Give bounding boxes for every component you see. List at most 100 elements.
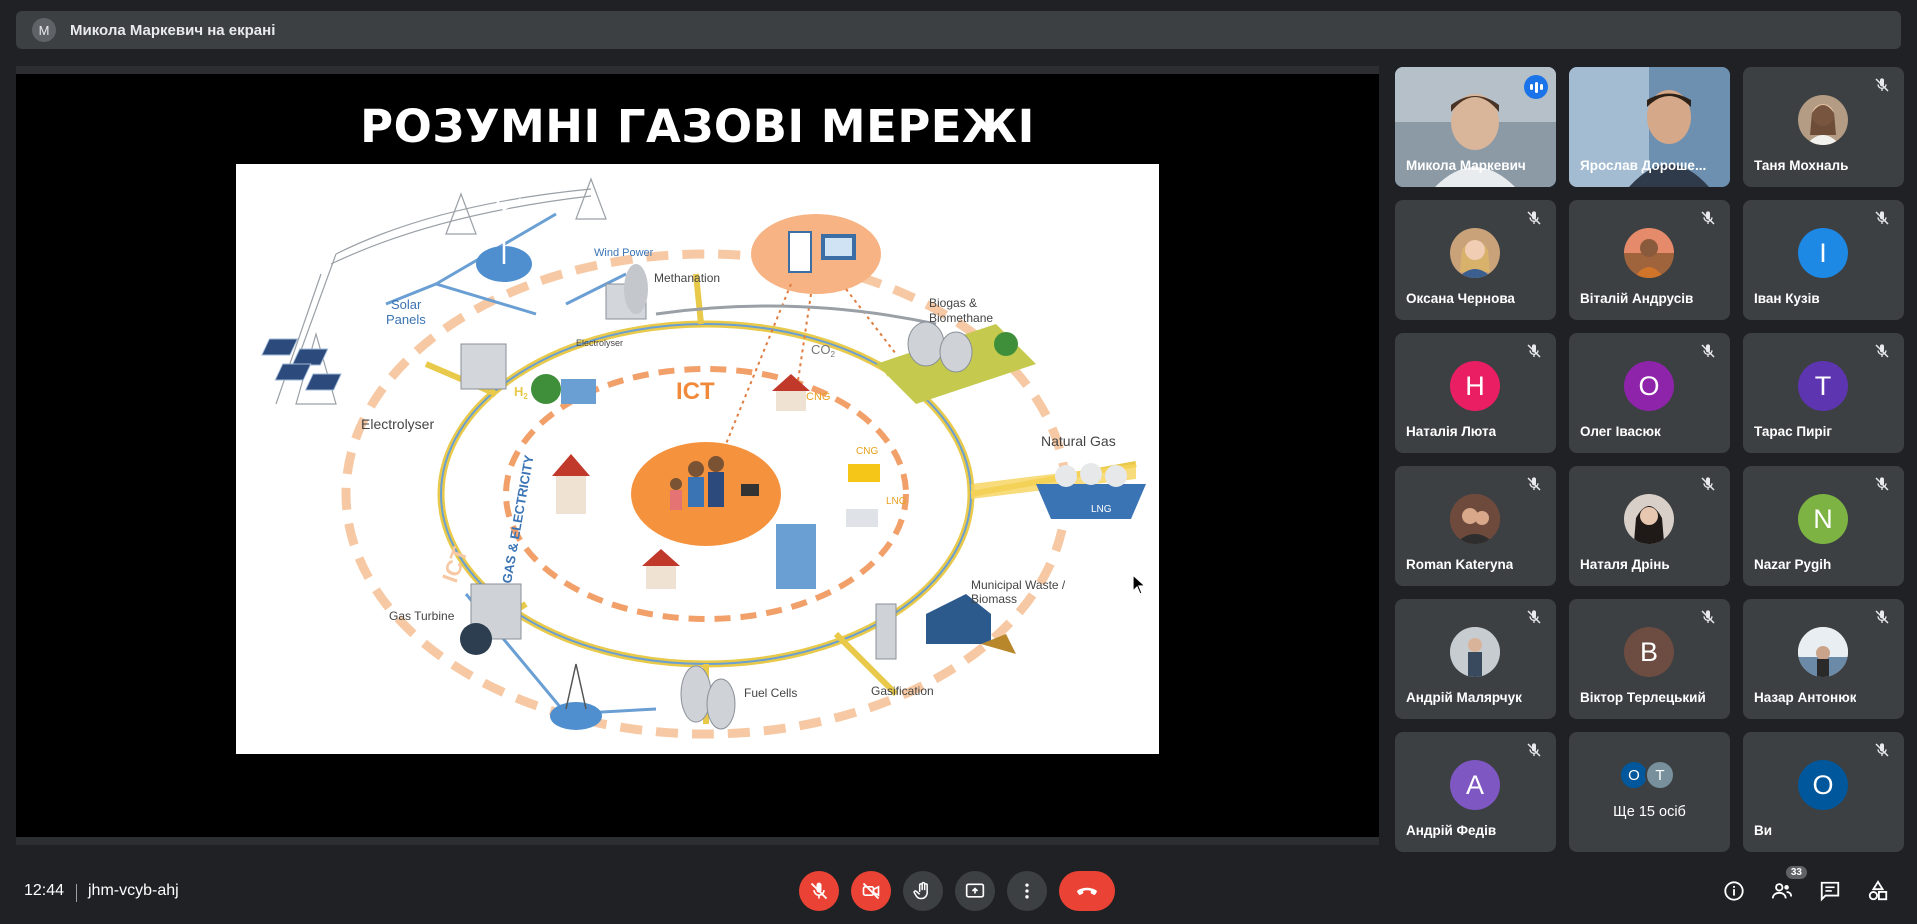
participant-photo xyxy=(1450,228,1500,278)
hang-up-icon xyxy=(1077,887,1097,895)
participant-name: Ярослав Дороше... xyxy=(1580,158,1707,173)
participant-tile[interactable]: Ярослав Дороше... xyxy=(1569,67,1730,187)
meeting-details-button[interactable] xyxy=(1721,878,1747,904)
participant-tile[interactable]: Назар Антонюк xyxy=(1743,599,1904,719)
people-icon xyxy=(1771,883,1793,899)
inner-ring xyxy=(503,366,909,622)
mic-muted-icon xyxy=(1701,477,1715,491)
label-ict-center: ICT xyxy=(676,378,715,405)
participant-tile[interactable]: Roman Kateryna xyxy=(1395,466,1556,586)
label-co2-subscript: 2 xyxy=(831,350,836,359)
participant-photo xyxy=(1450,627,1500,677)
label-biomass: Biomass xyxy=(971,592,1017,606)
present-screen-button[interactable] xyxy=(955,871,995,911)
participant-name: Олег Івасюк xyxy=(1580,424,1661,439)
label-cng-1: CNG xyxy=(806,391,830,403)
mic-muted-icon xyxy=(1527,743,1541,757)
label-panels: Panels xyxy=(386,312,426,327)
participant-grid: Микола Маркевич Ярослав Дороше... Таня М… xyxy=(1395,67,1905,852)
activities-button[interactable] xyxy=(1865,878,1891,904)
label-co2: CO xyxy=(811,342,831,357)
participant-photo xyxy=(1798,627,1848,677)
label-h2: H xyxy=(514,384,523,399)
meeting-time: 12:44 xyxy=(24,882,65,899)
participant-tile[interactable]: І Іван Кузів xyxy=(1743,200,1904,320)
participant-tile[interactable]: Микола Маркевич xyxy=(1395,67,1556,187)
participant-tile[interactable]: О Олег Івасюк xyxy=(1569,333,1730,453)
participant-tile[interactable]: Андрій Малярчук xyxy=(1395,599,1556,719)
label-h2-subscript: 2 xyxy=(523,392,528,401)
chat-icon xyxy=(1820,881,1840,902)
participant-photo xyxy=(1450,494,1500,544)
label-electrolyser-small: Electrolyser xyxy=(576,338,623,348)
participant-photo xyxy=(1624,494,1674,544)
raise-hand-button[interactable] xyxy=(903,871,943,911)
participant-avatar: Т xyxy=(1798,361,1848,411)
svg-text:H2: H2 xyxy=(514,384,528,401)
participant-name: Наталя Дрінь xyxy=(1580,557,1670,572)
participant-tile[interactable]: Таня Мохналь xyxy=(1743,67,1904,187)
mic-muted-icon xyxy=(1701,211,1715,225)
leave-call-button[interactable] xyxy=(1059,871,1115,911)
slide-diagram: Wind Power Methanation Solar Panels Elec… xyxy=(236,164,1159,754)
participant-avatar: О xyxy=(1624,361,1674,411)
more-options-button[interactable] xyxy=(1007,871,1047,911)
participant-tile[interactable]: В Віктор Терлецький xyxy=(1569,599,1730,719)
more-participants-avatars: О Т xyxy=(1619,760,1675,790)
power-lines xyxy=(275,177,607,405)
slide-title: РОЗУМНІ ГАЗОВІ МЕРЕЖІ xyxy=(360,100,1035,153)
ict-cloud xyxy=(751,214,881,294)
label-biomethane: Biomethane xyxy=(929,311,993,325)
participant-tile[interactable]: А Андрій Федів xyxy=(1395,732,1556,852)
co2-arrow xyxy=(655,304,937,326)
participant-photo xyxy=(1624,228,1674,278)
participant-tile[interactable]: Наталя Дрінь xyxy=(1569,466,1730,586)
participant-tile[interactable]: Оксана Чернова xyxy=(1395,200,1556,320)
participant-name: Микола Маркевич xyxy=(1406,158,1526,173)
label-ict-ring: ICT xyxy=(437,543,473,585)
shared-screen: РОЗУМНІ ГАЗОВІ МЕРЕЖІ xyxy=(16,66,1379,845)
chat-button[interactable] xyxy=(1817,878,1843,904)
mic-toggle-button[interactable] xyxy=(799,871,839,911)
participant-avatar: В xyxy=(1624,627,1674,677)
people-count-badge: 33 xyxy=(1785,866,1807,879)
label-wind-power: Wind Power xyxy=(594,247,654,259)
svg-text:CO2: CO2 xyxy=(811,342,836,359)
participant-name: Наталія Люта xyxy=(1406,424,1497,439)
self-tile[interactable]: О Ви xyxy=(1743,732,1904,852)
ict-center xyxy=(631,442,781,546)
camera-toggle-button[interactable] xyxy=(851,871,891,911)
label-lng-truck: LNG xyxy=(886,496,907,507)
participant-tile[interactable]: Т Тарас Пиріг xyxy=(1743,333,1904,453)
mic-muted-icon xyxy=(1875,344,1889,358)
participant-name: Андрій Федів xyxy=(1406,823,1497,838)
mic-muted-icon xyxy=(1527,477,1541,491)
participant-tile[interactable]: N Nazar Pygih xyxy=(1743,466,1904,586)
participant-name: Іван Кузів xyxy=(1754,291,1820,306)
label-solar: Solar xyxy=(391,297,422,312)
participant-avatar: Н xyxy=(1450,361,1500,411)
mic-muted-icon xyxy=(1875,743,1889,757)
participant-video xyxy=(1569,67,1730,187)
participant-name: Віктор Терлецький xyxy=(1580,690,1706,705)
more-participants-tile[interactable]: О Т Ще 15 осіб xyxy=(1569,732,1730,852)
activities-icon xyxy=(1868,880,1888,901)
mic-off-icon xyxy=(810,882,828,900)
participant-name: Оксана Чернова xyxy=(1406,291,1515,306)
label-gas-electricity: GAS & ELECTRICITY xyxy=(499,454,536,585)
info-icon xyxy=(1724,881,1744,901)
participant-tile[interactable]: Н Наталія Люта xyxy=(1395,333,1556,453)
participant-tile[interactable]: Віталій Андрусів xyxy=(1569,200,1730,320)
mic-muted-icon xyxy=(1701,610,1715,624)
mic-muted-icon xyxy=(1701,344,1715,358)
more-options-icon xyxy=(1025,883,1029,899)
participant-name: Тарас Пиріг xyxy=(1754,424,1833,439)
label-biogas: Biogas & xyxy=(929,296,977,310)
label-gasification: Gasification xyxy=(871,684,934,698)
participant-avatar: І xyxy=(1798,228,1848,278)
label-lng-ship: LNG xyxy=(1091,504,1112,515)
mic-muted-icon xyxy=(1875,610,1889,624)
mic-muted-icon xyxy=(1527,610,1541,624)
people-button[interactable]: 33 xyxy=(1769,866,1807,904)
mouse-cursor-icon xyxy=(1132,574,1147,595)
